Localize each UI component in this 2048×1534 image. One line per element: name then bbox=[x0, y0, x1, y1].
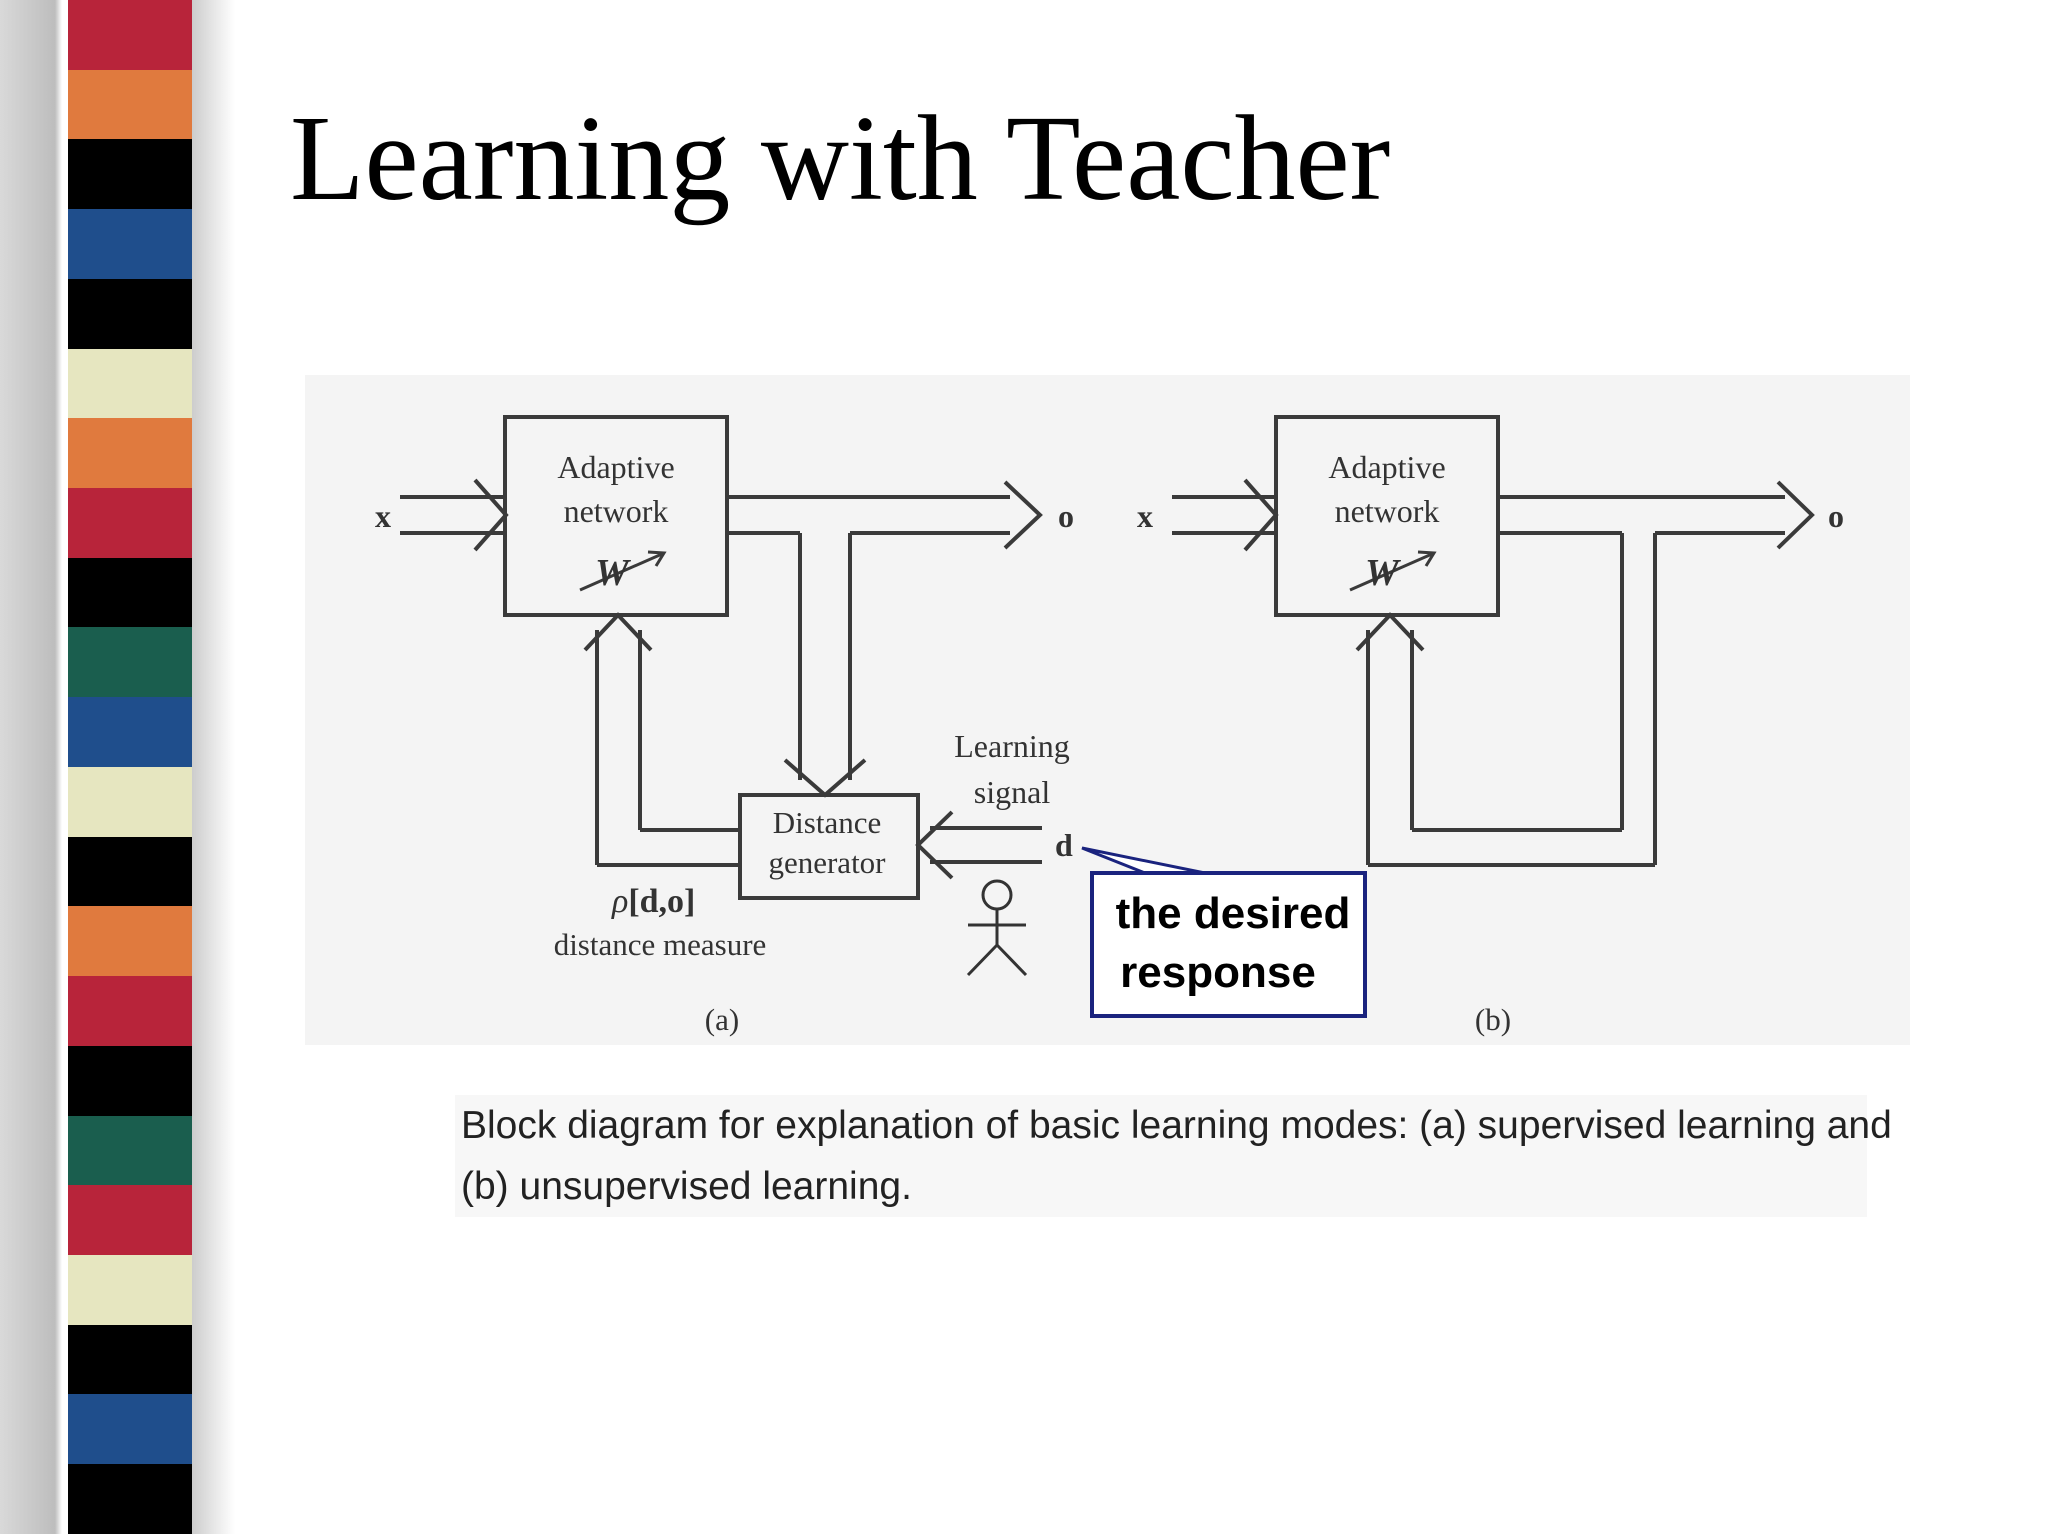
decorative-sidebar bbox=[0, 0, 235, 1534]
distance-function: ρ[d,o] bbox=[611, 883, 695, 920]
input-arrow-b bbox=[1172, 478, 1279, 552]
desired-label: d bbox=[1055, 827, 1073, 863]
network-label-b-line1: Adaptive bbox=[1328, 449, 1445, 485]
weight-label-b: W bbox=[1365, 552, 1402, 594]
output-label-b: o bbox=[1828, 498, 1844, 534]
weight-arrow-b bbox=[1349, 550, 1437, 592]
color-stripe bbox=[68, 976, 192, 1046]
output-feedback-b bbox=[1355, 533, 1657, 867]
output-label-a: o bbox=[1058, 498, 1074, 534]
callout-pointer bbox=[1081, 846, 1206, 877]
callout-line-1: the desired bbox=[1116, 889, 1351, 938]
input-label-b: x bbox=[1137, 498, 1153, 534]
input-label-a: x bbox=[375, 498, 391, 534]
teacher-figure bbox=[966, 879, 1028, 977]
diagram-a bbox=[400, 415, 1043, 900]
color-stripe bbox=[68, 278, 192, 349]
color-stripe bbox=[68, 348, 192, 419]
distance-label-line2: generator bbox=[768, 845, 886, 880]
part-label-b: (b) bbox=[1475, 1002, 1511, 1037]
network-label-a-line1: Adaptive bbox=[557, 449, 674, 485]
color-stripe bbox=[68, 1115, 192, 1186]
callout-box bbox=[1090, 871, 1367, 1018]
learning-signal-line2: signal bbox=[974, 774, 1051, 810]
learning-signal-feedback-a bbox=[583, 612, 740, 867]
network-label-b-line2: network bbox=[1335, 493, 1440, 529]
slide-title: Learning with Teacher bbox=[290, 91, 1391, 226]
weight-arrow-a bbox=[579, 550, 667, 592]
color-stripe bbox=[68, 1045, 192, 1116]
learning-signal-line1: Learning bbox=[954, 728, 1070, 764]
color-stripe bbox=[68, 0, 192, 70]
caption-line-1: Block diagram for explanation of basic l… bbox=[461, 1104, 1892, 1147]
color-stripe bbox=[68, 836, 192, 907]
rho-symbol: ρ bbox=[611, 883, 628, 920]
color-stripe bbox=[68, 418, 192, 489]
color-stripe bbox=[68, 1324, 192, 1395]
output-arrow-b bbox=[1498, 480, 1815, 550]
color-stripe bbox=[68, 557, 192, 628]
callout-line-2: response bbox=[1120, 948, 1316, 997]
adaptive-network-box-b bbox=[1274, 415, 1500, 617]
distance-measure-label: distance measure bbox=[554, 927, 767, 962]
color-stripe bbox=[68, 697, 192, 767]
color-stripes bbox=[68, 0, 192, 1534]
color-stripe bbox=[68, 766, 192, 837]
caption-line-2: (b) unsupervised learning. bbox=[461, 1165, 912, 1208]
figure-caption: Block diagram for explanation of basic l… bbox=[455, 1095, 1892, 1217]
color-stripe bbox=[68, 488, 192, 558]
network-label-a-line2: network bbox=[564, 493, 669, 529]
output-arrow-a bbox=[727, 480, 1043, 550]
input-arrow-a bbox=[400, 478, 509, 552]
color-stripe bbox=[68, 1254, 192, 1325]
color-stripe bbox=[68, 139, 192, 210]
color-stripe bbox=[68, 69, 192, 140]
distance-label-line1: Distance bbox=[773, 805, 881, 840]
desired-signal-arrow bbox=[915, 810, 1042, 880]
color-stripe bbox=[68, 627, 192, 698]
rho-args: [d,o] bbox=[628, 883, 695, 920]
color-stripe bbox=[68, 1394, 192, 1465]
weight-label-a: W bbox=[595, 552, 632, 594]
output-feed-arrow-a bbox=[783, 533, 867, 798]
color-stripe bbox=[68, 906, 192, 977]
part-label-a: (a) bbox=[705, 1002, 739, 1037]
color-stripe bbox=[68, 209, 192, 279]
diagram-b bbox=[1172, 415, 1815, 867]
color-stripe bbox=[68, 1185, 192, 1255]
color-stripe bbox=[68, 1464, 192, 1534]
